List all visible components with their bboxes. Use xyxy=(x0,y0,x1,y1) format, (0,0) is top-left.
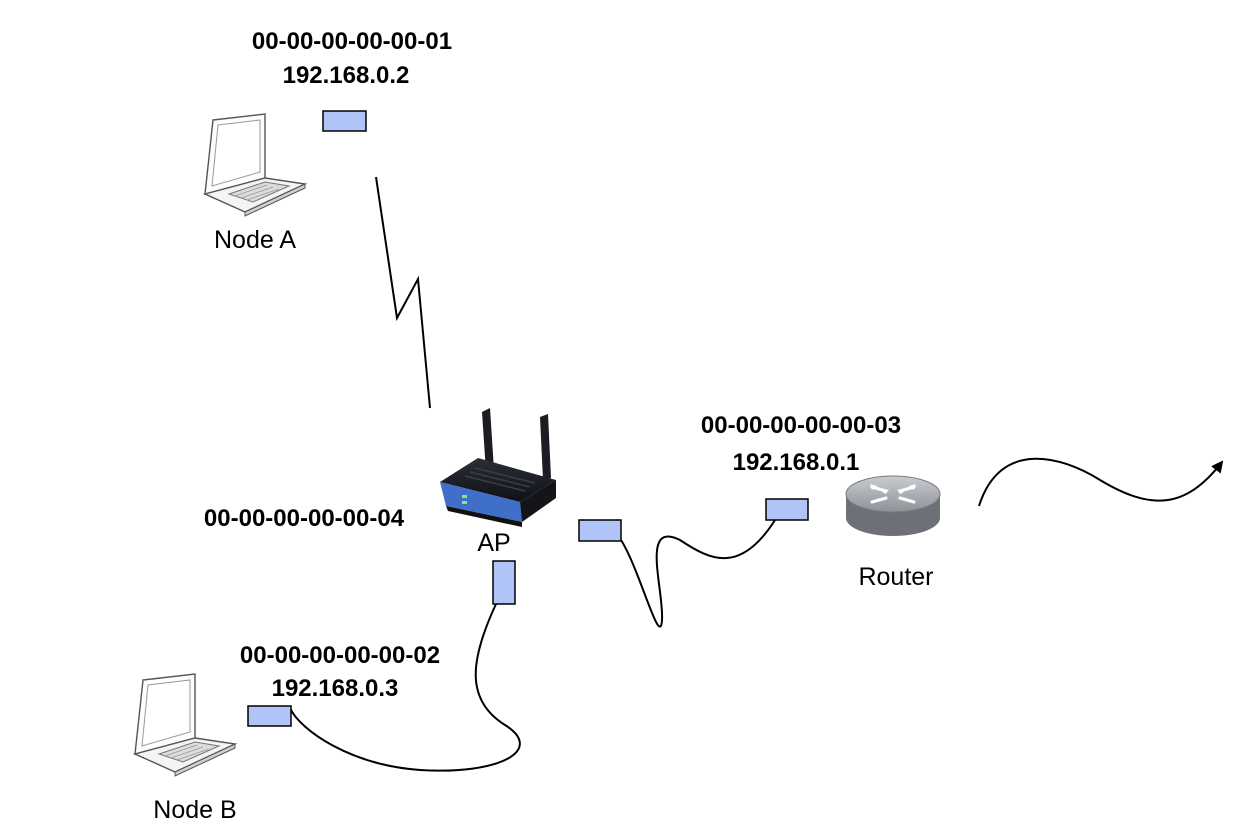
ap-interface-right xyxy=(578,519,622,542)
ap-interface-down xyxy=(492,560,516,605)
node-b-name: Node B xyxy=(153,796,236,824)
node-a-laptop-icon xyxy=(202,113,308,217)
router-interface xyxy=(765,498,809,521)
node-a-mac: 00-00-00-00-00-01 xyxy=(252,28,452,55)
node-a-ip: 192.168.0.2 xyxy=(283,62,410,89)
wired-link-ap-node-b xyxy=(289,603,521,772)
router-ip: 192.168.0.1 xyxy=(733,449,860,476)
ap-wireless-router-icon xyxy=(440,408,556,527)
ap-name: AP xyxy=(477,529,510,557)
node-b-mac: 00-00-00-00-00-02 xyxy=(240,642,440,669)
node-b-laptop-icon xyxy=(132,673,238,777)
wired-link-ap-router xyxy=(620,519,776,628)
router-mac: 00-00-00-00-00-03 xyxy=(701,412,901,439)
wireless-link-node-a-ap xyxy=(375,176,431,409)
node-a-name: Node A xyxy=(214,226,296,254)
node-b-interface xyxy=(247,705,292,727)
router-name: Router xyxy=(858,563,933,591)
router-icon xyxy=(845,475,941,536)
ap-mac: 00-00-00-00-00-04 xyxy=(204,505,405,532)
uplink-arrow xyxy=(978,457,1224,507)
node-a-interface xyxy=(322,110,367,132)
node-b-ip: 192.168.0.3 xyxy=(272,675,399,702)
